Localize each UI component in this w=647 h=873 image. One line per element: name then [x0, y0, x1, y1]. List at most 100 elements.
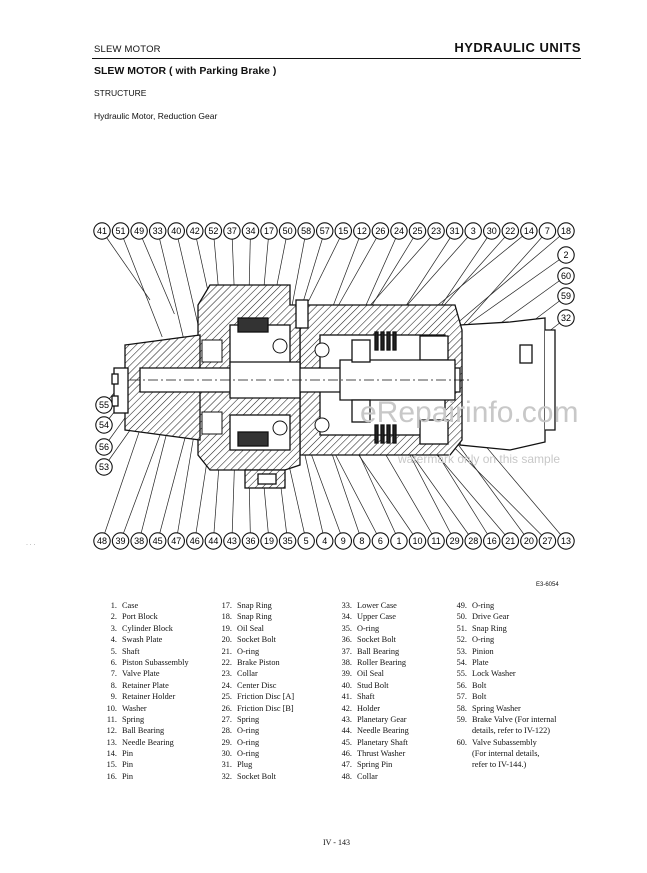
callout-top-34-circle	[241, 222, 260, 240]
parts-list-item: 60.Valve Subassembly	[450, 737, 556, 748]
parts-list-item: 30.O-ring	[215, 748, 294, 759]
part-name: Collar	[237, 669, 258, 679]
callout-leader	[157, 230, 187, 352]
callout-bottom-4: 4	[322, 536, 327, 546]
callout-bottom-44: 44	[208, 536, 218, 546]
parts-list-item: 19.Oil Seal	[215, 623, 294, 634]
callout-bottom-13-circle	[557, 532, 575, 550]
part-number: 22.	[221, 657, 232, 667]
callout-bottom-8: 8	[359, 536, 364, 546]
part-name: O-ring	[472, 635, 495, 645]
parts-list-item: 8.Retainer Plate	[100, 680, 189, 691]
callout-bottom-36-circle	[241, 532, 260, 550]
callout-top-57-circle	[315, 222, 334, 240]
parts-list-item: 50. Drive Gear	[450, 611, 556, 622]
callout-top-25: 25	[413, 226, 423, 236]
part-number: 40.	[341, 680, 352, 690]
parts-list-item: 12. Ball Bearing	[100, 725, 189, 736]
parts-list-item: 9.Retainer Holder	[100, 691, 189, 702]
callout-top-49: 49	[134, 226, 144, 236]
callout-top-14: 14	[524, 226, 534, 236]
parts-list-item: 39.Oil Seal	[335, 668, 409, 679]
part-number: 38.	[341, 657, 352, 667]
parts-list-item: 56.Bolt	[450, 680, 556, 691]
part-name: Socket Bolt	[357, 635, 396, 645]
callout-leader	[120, 230, 163, 338]
part-name: Plate	[472, 657, 489, 667]
part-number: 2.	[110, 612, 117, 622]
callout-top-24-circle	[390, 222, 408, 240]
parts-list-item: 26.Friction Disc [B]	[215, 703, 294, 714]
callout-right-32-circle	[557, 309, 575, 327]
part-number: 43.	[341, 714, 352, 724]
callout-bottom-45-circle	[148, 532, 167, 550]
part-name: refer to IV-144.)	[472, 760, 527, 770]
callout-leader	[138, 230, 175, 315]
callout-bottom-10: 10	[413, 536, 423, 546]
callout-top-57: 57	[320, 226, 330, 236]
callout-bottom-8-circle	[353, 532, 371, 550]
part-name: Needle Bearing	[357, 726, 409, 736]
callout-bottom-35: 35	[283, 536, 293, 546]
part-number: 4.	[110, 635, 117, 645]
callout-bottom-29-circle	[445, 532, 464, 550]
parts-list-item: 38.Roller Bearing	[335, 657, 409, 668]
callout-bottom-38-circle	[130, 532, 148, 550]
callout-leader	[442, 435, 548, 542]
callout-top-37: 37	[227, 226, 237, 236]
parts-list-item: 55.Lock Washer	[450, 668, 556, 679]
part-number: 47.	[341, 760, 352, 770]
part-number: 50.	[456, 612, 467, 622]
parts-list-item: 52.O-ring	[450, 634, 556, 645]
part-number: 12.	[106, 726, 117, 736]
part-name: Drive Gear	[472, 612, 510, 622]
part-number: 45.	[341, 737, 352, 747]
callout-leader	[175, 230, 200, 329]
part-name: Valve Subassembly	[472, 737, 537, 747]
part-name: Lock Washer	[472, 669, 516, 679]
parts-list-item: 34.Upper Case	[335, 611, 409, 622]
part-number: 56.	[456, 680, 467, 690]
callout-top-12-circle	[353, 222, 371, 240]
parts-list-item: 7.Valve Plate	[100, 668, 189, 679]
part-number: 49.	[456, 601, 467, 610]
callout-top-7-circle	[538, 222, 557, 240]
parts-list-item: 58.Spring Washer	[450, 703, 556, 714]
callout-top-7: 7	[545, 226, 550, 236]
part-number: 26.	[221, 703, 232, 713]
parts-list-item: 11.Spring	[100, 714, 189, 725]
part-number: 31.	[221, 760, 232, 770]
parts-list-item: 5.Shaft	[100, 646, 189, 657]
callout-bottom-43-circle	[223, 532, 241, 550]
parts-list-item: 36.Socket Bolt	[335, 634, 409, 645]
parts-list-item: 53.Pinion	[450, 646, 556, 657]
callout-bottom-5: 5	[304, 536, 309, 546]
callout-top-40-circle	[167, 222, 185, 240]
parts-list-item: 15.Pin	[100, 759, 189, 770]
callout-bottom-43: 43	[227, 536, 237, 546]
part-name: Ball Bearing	[122, 726, 165, 736]
callout-right-59-circle	[557, 287, 575, 305]
part-name: Retainer Plate	[122, 680, 169, 690]
part-number: 57.	[456, 692, 467, 702]
callout-top-30-circle	[483, 222, 501, 240]
callout-bottom-48-circle	[93, 532, 111, 550]
callout-bottom-1: 1	[396, 536, 401, 546]
callout-top-30: 30	[487, 226, 497, 236]
callout-top-18-circle	[557, 222, 575, 240]
parts-list-item: 49.O-ring	[450, 600, 556, 611]
callout-right-2-circle	[557, 246, 575, 264]
part-name: Shaft	[122, 646, 140, 656]
part-name: Retainer Holder	[122, 692, 176, 702]
callout-right-59: 59	[561, 291, 571, 301]
part-name: Piston Subassembly	[122, 657, 189, 667]
callout-bottom-36: 36	[245, 536, 255, 546]
callout-leader	[369, 230, 437, 307]
part-number: 58.	[456, 703, 467, 713]
part-number: 15.	[106, 760, 117, 770]
parts-list-item: 22.Brake Piston	[215, 657, 294, 668]
part-number: 33.	[341, 601, 352, 610]
callout-top-14-circle	[520, 222, 538, 240]
callout-bottom-20: 20	[524, 536, 534, 546]
